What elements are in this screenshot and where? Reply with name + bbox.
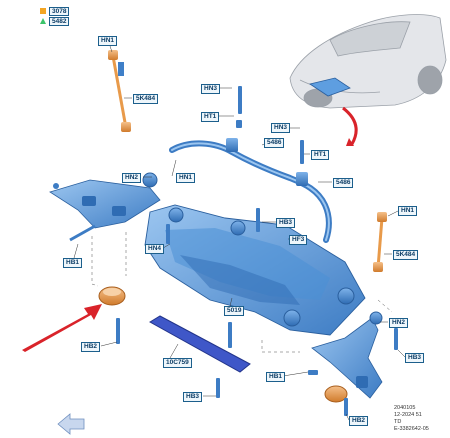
callout-hn4: HN4 xyxy=(145,244,165,254)
callout-hb1-bottom: HB1 xyxy=(266,372,286,382)
callout-hb1-left: HB1 xyxy=(63,258,83,268)
reference-line: 12-2024 51 xyxy=(394,412,422,418)
subframe xyxy=(144,204,366,336)
stabilizer-link-right xyxy=(373,212,387,272)
callout-5486-right: 5486 xyxy=(333,178,354,188)
legend-item-3078: 3078 xyxy=(40,7,70,16)
red-arrow-main-icon xyxy=(22,304,102,352)
callout-hb2-bottom: HB2 xyxy=(349,416,369,426)
callout-5486-top: 5486 xyxy=(264,138,285,148)
callout-ht1-right: HT1 xyxy=(311,150,330,160)
reference-line: E-3382642-05 xyxy=(394,426,429,432)
callout-hb2-left: HB2 xyxy=(81,342,101,352)
callout-5k484-left: 5K484 xyxy=(133,94,159,104)
bushing-part-right xyxy=(324,385,348,403)
callout-hn1-mid: HN1 xyxy=(176,173,196,183)
orange-square-icon xyxy=(40,8,46,15)
callout-hn1-top: HN1 xyxy=(98,36,118,46)
callout-ht1-top: HT1 xyxy=(201,112,220,122)
reference-codes: 2040105 12-2024 51 TD E-3382642-05 xyxy=(394,405,429,433)
leader-lines xyxy=(73,45,406,421)
callout-hn2-right: HN2 xyxy=(389,318,409,328)
stabilizer-link-left xyxy=(108,50,131,132)
red-arrow-icon xyxy=(342,106,358,145)
callout-10c759: 10C759 xyxy=(163,358,192,368)
reference-line: TD xyxy=(394,419,402,425)
callout-hb3: HB3 xyxy=(276,218,296,228)
reference-line: 2040105 xyxy=(394,405,416,411)
car-icon xyxy=(289,14,447,109)
control-arm-left xyxy=(49,172,161,242)
view-direction-arrow-icon xyxy=(57,413,85,435)
legend-item-5482: 5482 xyxy=(40,17,70,26)
callout-hn3-top: HN3 xyxy=(201,84,221,94)
callout-hn1-right: HN1 xyxy=(398,206,418,216)
callout-hf3: HF3 xyxy=(289,235,308,245)
bushing-part xyxy=(98,286,126,306)
legend-label: 5482 xyxy=(49,17,70,26)
green-triangle-icon xyxy=(40,18,46,25)
callout-hb3-right: HB3 xyxy=(405,353,425,363)
legend-label: 3078 xyxy=(49,7,70,16)
callout-hn2-left: HN2 xyxy=(122,173,142,183)
control-arm-right xyxy=(311,311,383,399)
callout-5019: 5019 xyxy=(224,306,245,316)
bolts xyxy=(116,86,398,416)
callout-hb3-bottom: HB3 xyxy=(183,392,203,402)
skid-plate xyxy=(149,315,251,373)
callout-hn3-right: HN3 xyxy=(271,123,291,133)
callout-5k484-right: 5K484 xyxy=(393,250,419,260)
